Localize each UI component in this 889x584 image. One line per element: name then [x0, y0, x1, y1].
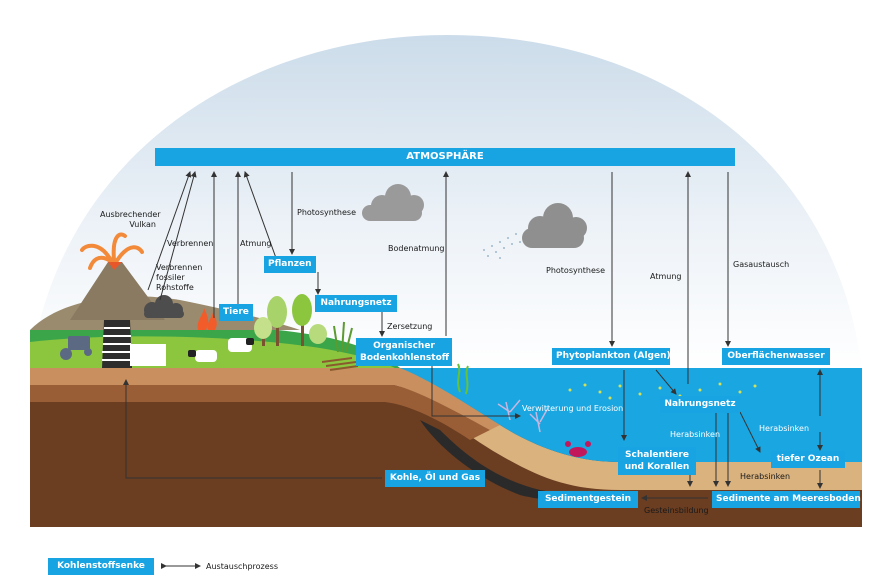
label-weathering: Verwitterung und Erosion: [522, 404, 624, 413]
rain-cloud-icon: [483, 203, 587, 259]
ocean: [400, 368, 862, 462]
sink-food-web-ocean: Nahrungsnetz: [660, 396, 740, 413]
label-respiration-land: Atmung: [240, 239, 272, 248]
crab-icon: [565, 441, 591, 457]
ocean-floor-sand: [400, 370, 862, 490]
sink-animals: Tiere: [219, 304, 253, 321]
label-photosynthesis-land: Photosynthese: [297, 208, 357, 217]
sink-soil-carbon: Organischer Bodenkohlenstoff: [356, 338, 452, 366]
smoke-cloud-icon: [144, 295, 184, 318]
sink-surface-water: Oberflächenwasser: [722, 348, 830, 365]
sink-food-web-land: Nahrungsnetz: [315, 295, 397, 312]
label-rock-formation: Gesteinsbildung: [644, 506, 709, 515]
power-plant-icon: [102, 320, 166, 368]
sheep-icon: [188, 338, 254, 362]
sink-shellfish: Schalentiere und Korallen: [618, 447, 696, 475]
reeds-icon: [333, 321, 353, 353]
sink-atmosphere: ATMOSPHÄRE: [155, 148, 735, 166]
sink-sea-floor: Sedimente am Meeresboden: [712, 491, 861, 508]
fossil-fuel-deposit: [420, 420, 571, 501]
label-sinking-3: Herabsinken: [740, 472, 791, 481]
sink-phytoplankton: Phytoplankton (Algen): [552, 348, 671, 365]
coral-icon: [497, 399, 549, 433]
plankton-dots-icon: [568, 382, 757, 400]
land-soil-dark: [30, 385, 490, 440]
sink-fossil: Kohle, Öl und Gas: [385, 470, 485, 487]
label-soil-respiration: Bodenatmung: [388, 244, 445, 253]
legend-sink: Kohlenstoffsenke: [48, 558, 154, 575]
label-decomposition: Zersetzung: [387, 322, 433, 331]
sink-plants: Pflanzen: [264, 256, 316, 273]
label-volcano: Ausbrechender Vulkan: [100, 210, 161, 229]
volcano-eruption-icon: [80, 232, 144, 270]
land-soil-band: [30, 368, 500, 430]
sink-sediment-rock: Sedimentgestein: [538, 491, 638, 508]
exchange-arrows: [123, 171, 823, 501]
label-fossil-burning: Verbrennen fossiler Rohstoffe: [156, 263, 203, 292]
label-photosynthesis-ocean: Photosynthese: [546, 266, 606, 275]
decomposition-icon: [321, 357, 359, 371]
cloud-icon: [362, 184, 424, 221]
label-burning: Verbrennen: [167, 239, 214, 248]
label-gas-exchange: Gasaustausch: [733, 260, 790, 269]
label-sinking-1: Herabsinken: [670, 430, 721, 439]
seagrass-icon: [457, 363, 469, 395]
volcano: [70, 262, 165, 320]
tractor-icon: [60, 336, 92, 360]
trees-icon: [254, 294, 327, 346]
sink-deep-ocean: tiefer Ozean: [771, 451, 845, 468]
label-respiration-ocean: Atmung: [650, 272, 682, 281]
legend-exchange: Austauschprozess: [206, 562, 278, 571]
label-sinking-2: Herabsinken: [759, 424, 810, 433]
